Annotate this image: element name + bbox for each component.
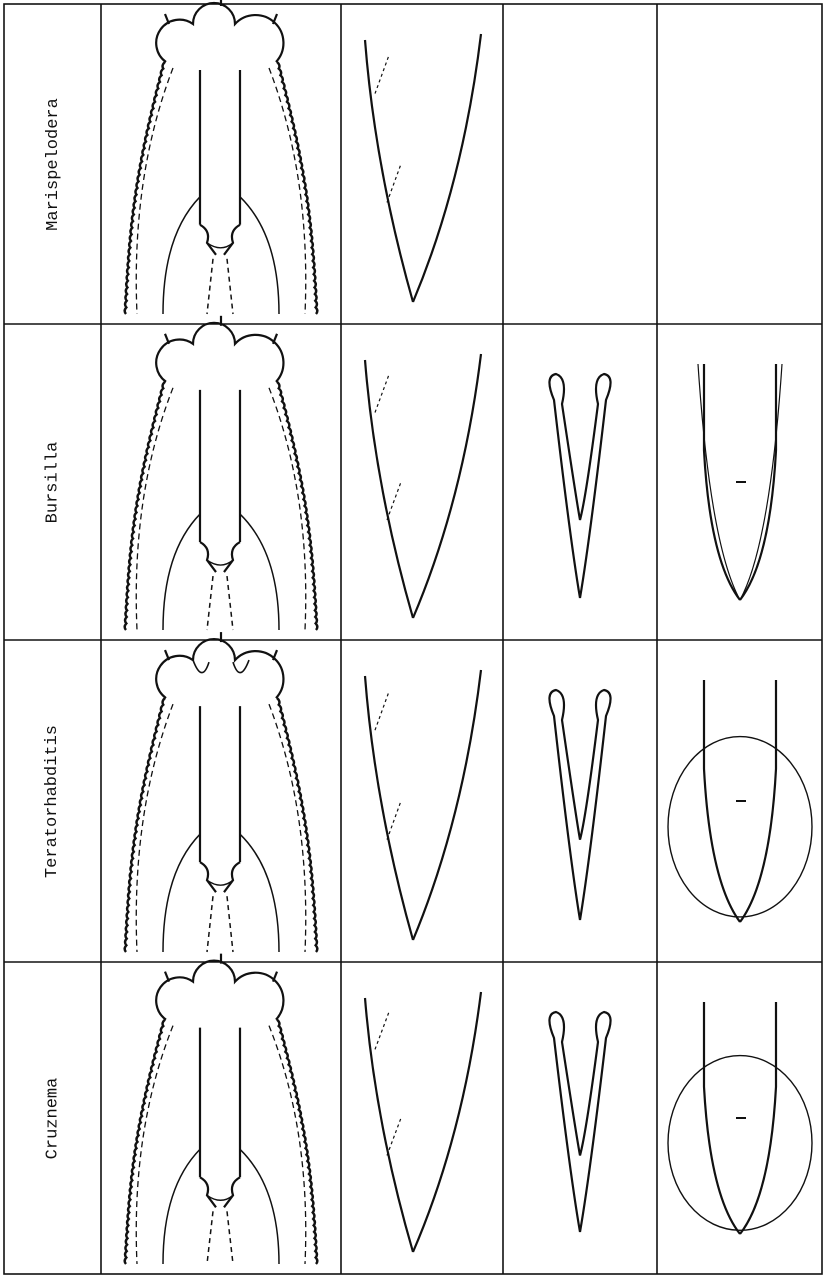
spicule-pair xyxy=(549,690,610,920)
stoma xyxy=(200,390,240,572)
lip-region xyxy=(156,954,283,1020)
genus-label-text: Cruznema xyxy=(44,1077,63,1159)
lip-region xyxy=(156,632,283,698)
tail-drawing-cruznema xyxy=(365,992,481,1252)
phasmid-marks xyxy=(375,55,401,202)
head-drawing-cruznema xyxy=(125,954,318,1264)
cuticle-line xyxy=(136,704,306,952)
male-tail-drawing-teratorhabditis xyxy=(668,680,812,922)
stoma xyxy=(200,70,240,255)
genus-label-cruznema: Cruznema xyxy=(8,962,98,1274)
phasmid-marks xyxy=(375,1012,401,1156)
row-marispelodera xyxy=(125,0,481,314)
genus-label-text: Marispelodera xyxy=(44,98,63,231)
genus-label-bursilla: Bursilla xyxy=(8,324,98,640)
female-tail-outline xyxy=(365,670,481,940)
phasmid-marks xyxy=(375,692,401,840)
stoma xyxy=(200,1028,240,1208)
head-drawing-teratorhabditis xyxy=(125,632,318,952)
genus-label-marispelodera: Marispelodera xyxy=(8,4,98,324)
male-tail-outline xyxy=(704,364,776,600)
tail-drawing-marispelodera xyxy=(365,34,481,302)
bursa-outline xyxy=(668,1056,812,1231)
row-cruznema xyxy=(125,954,812,1264)
male-tail-outline xyxy=(704,680,776,922)
spicule-pair xyxy=(549,1012,610,1232)
pharynx xyxy=(163,834,279,952)
spicule-drawing-bursilla xyxy=(549,374,610,598)
pharynx xyxy=(163,514,279,630)
spicule-drawing-teratorhabditis xyxy=(549,690,610,920)
body-wall xyxy=(125,62,318,314)
tail-drawing-teratorhabditis xyxy=(365,670,481,940)
grid-lines xyxy=(4,4,822,1274)
pharynx xyxy=(163,197,279,314)
row-bursilla xyxy=(125,316,782,630)
body-wall xyxy=(125,382,318,630)
genus-label-text: Bursilla xyxy=(44,441,63,523)
body-wall xyxy=(125,698,318,952)
bursa-outline xyxy=(668,737,812,917)
lip-region xyxy=(156,0,283,62)
male-tail-drawing-bursilla xyxy=(698,364,782,600)
spicule-pair xyxy=(549,374,610,598)
cuticle-line xyxy=(136,388,306,630)
head-drawing-bursilla xyxy=(125,316,318,630)
genus-label-teratorhabditis: Teratorhabditis xyxy=(8,640,98,962)
body-wall xyxy=(125,1020,318,1264)
tail-drawing-bursilla xyxy=(365,354,481,618)
cuticle-line xyxy=(136,68,306,314)
pharynx xyxy=(163,1149,279,1264)
spicule-drawing-cruznema xyxy=(549,1012,610,1232)
male-tail-drawing-cruznema xyxy=(668,1002,812,1234)
row-teratorhabditis xyxy=(125,632,812,952)
cuticle-line xyxy=(136,1026,306,1264)
lip-region xyxy=(156,316,283,382)
head-drawing-marispelodera xyxy=(125,0,318,314)
male-tail-outline xyxy=(704,1002,776,1234)
phasmid-marks xyxy=(375,375,401,520)
genus-label-text: Teratorhabditis xyxy=(44,724,63,877)
stoma xyxy=(200,706,240,892)
